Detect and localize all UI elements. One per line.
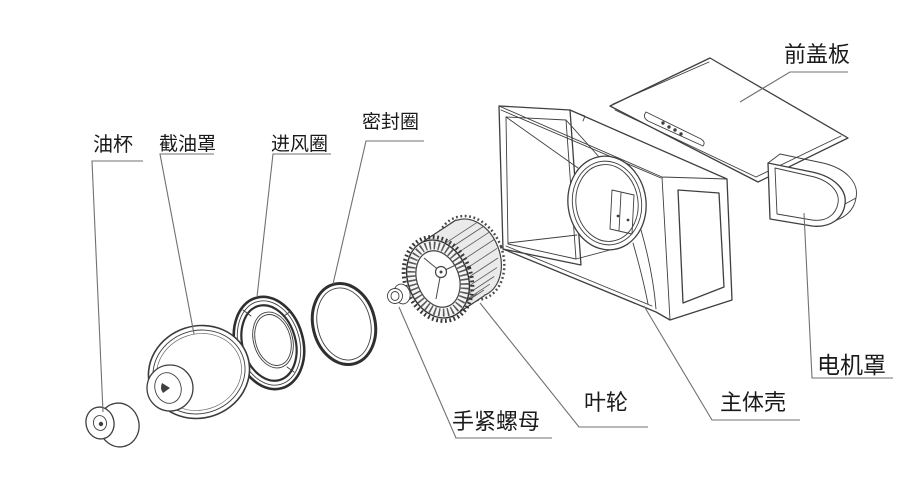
label-motor-cover: 电机罩 xyxy=(817,352,886,378)
label-seal-ring: 密封圈 xyxy=(362,111,419,133)
opening-bracket-dot-1 xyxy=(616,214,620,218)
main-body-roof-edges xyxy=(498,105,728,321)
motor-cover-inner xyxy=(774,167,839,221)
leader-seal-ring xyxy=(332,140,424,285)
label-oil-baffle-cover: 截油罩 xyxy=(159,133,216,155)
main-body-right-inset xyxy=(677,189,725,304)
inlet-ring-opening-outer xyxy=(252,311,294,369)
oil-cup-center-dot xyxy=(98,421,104,427)
opening-bracket xyxy=(609,189,635,235)
seal-ring-outer xyxy=(310,282,378,366)
part-seal-ring xyxy=(310,282,378,366)
leader-impeller xyxy=(479,302,648,428)
label-main-body-shell: 主体壳 xyxy=(720,390,786,415)
impeller-blade-ring xyxy=(407,241,469,317)
nut-front xyxy=(387,288,403,304)
main-body-top-clip xyxy=(576,112,586,122)
control-button-dot-3 xyxy=(673,128,677,132)
opening-ring-inner xyxy=(575,164,639,242)
inlet-ring-opening-inner xyxy=(254,314,292,366)
main-body-frame-outer xyxy=(502,109,582,266)
seal-ring-inner xyxy=(316,287,372,361)
label-hand-tight-nut: 手紧螺母 xyxy=(452,409,540,434)
part-impeller xyxy=(401,214,506,323)
part-hand-tight-nut xyxy=(387,283,411,305)
opening-ring-mid xyxy=(571,160,643,246)
part-front-cover-plate xyxy=(609,57,849,183)
motor-cover-depth-lines xyxy=(767,153,857,205)
oil-cup-front-inner xyxy=(93,415,107,431)
control-button-dot-1 xyxy=(661,121,665,125)
part-labels: 油杯 截油罩 进风圈 密封圈 前盖板 电机罩 主体壳 叶轮 手紧螺母 xyxy=(93,42,886,434)
label-air-inlet-ring: 进风圈 xyxy=(271,133,328,155)
opening-bracket-dot-2 xyxy=(626,218,630,222)
part-air-inlet-ring xyxy=(232,295,306,391)
nut-front-inner xyxy=(390,291,400,301)
control-button-dot-2 xyxy=(667,125,671,129)
motor-cover-front xyxy=(767,162,846,227)
part-motor-cover xyxy=(767,153,857,227)
control-button-dot-4 xyxy=(679,132,683,136)
leader-front-cover-plate xyxy=(739,71,848,103)
leader-air-inlet-ring xyxy=(256,153,331,298)
leader-lines xyxy=(91,71,893,439)
dome-cap-glyph xyxy=(160,383,170,393)
leader-motor-cover xyxy=(803,212,893,379)
main-body-lower-curves xyxy=(505,229,657,310)
label-front-cover-plate: 前盖板 xyxy=(784,42,850,67)
impeller-inner-ring xyxy=(415,250,461,308)
leader-oil-baffle-cover xyxy=(159,153,214,335)
leader-oil-cup xyxy=(91,160,143,413)
label-oil-cup: 油杯 xyxy=(93,133,133,156)
opening-ring-outer xyxy=(567,155,647,251)
main-body-funnel-lines xyxy=(505,116,611,260)
part-oil-baffle-cover xyxy=(146,324,251,420)
leader-main-body-shell xyxy=(643,305,800,421)
part-main-body-shell xyxy=(498,105,733,321)
part-oil-cup xyxy=(85,402,140,448)
front-cover-outline xyxy=(609,57,849,183)
leader-hand-tight-nut xyxy=(398,306,552,439)
label-impeller: 叶轮 xyxy=(584,390,628,415)
impeller-hub xyxy=(423,257,463,300)
dome-cap-inner xyxy=(154,372,182,404)
